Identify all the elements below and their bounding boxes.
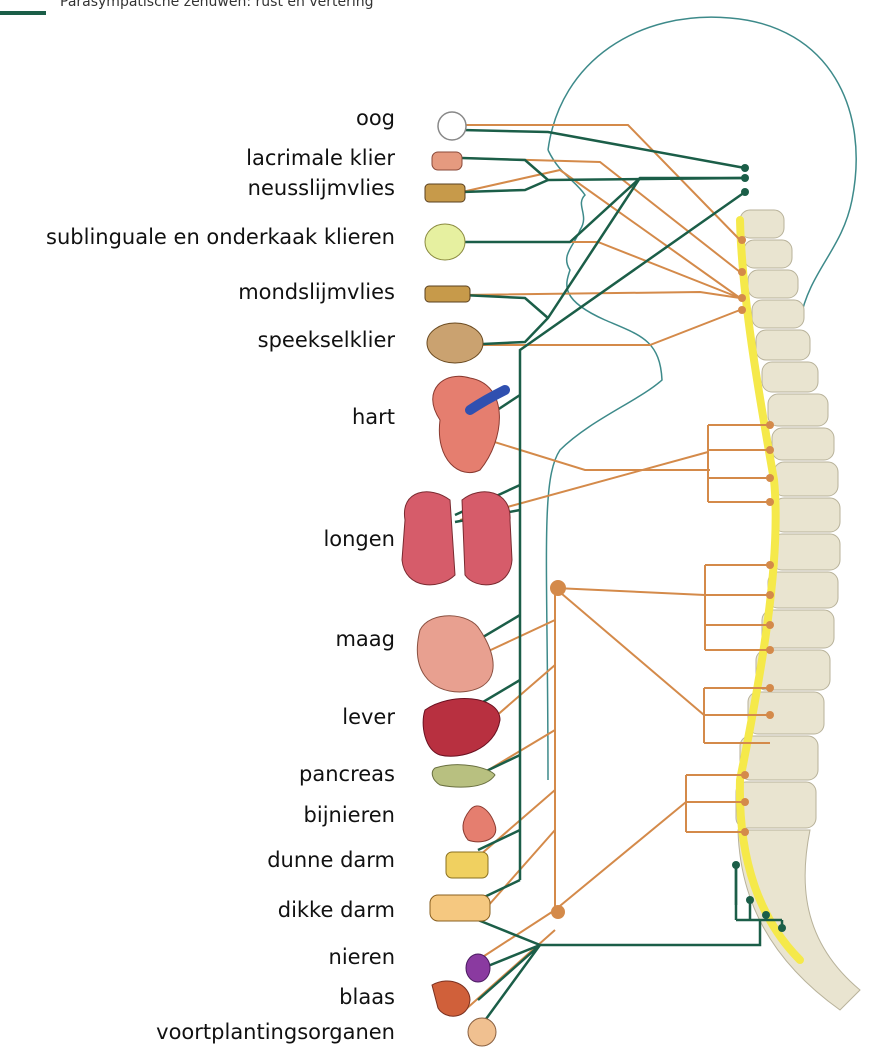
legend-parasympathetic-label: Parasympatische zenuwen: rust en verteri… [60,0,374,10]
organ-lever-icon [423,699,500,757]
label-voortplantingsorganen: voortplantingsorganen [156,1020,395,1044]
organ-voortplantingsorganen-icon [468,1018,496,1046]
organ-maag-icon [417,616,493,692]
organ-pancreas-icon [432,765,495,787]
organ-dikke-darm-icon [430,895,490,921]
label-nieren: nieren [329,945,395,969]
organ-blaas-icon [432,981,470,1016]
legend-parasympathetic-swatch [0,11,46,15]
organ-nieren-icon [466,954,490,982]
label-mondslijmvlies: mondslijmvlies [238,280,395,304]
label-speekselklier: speekselklier [258,328,395,352]
label-dunne-darm: dunne darm [267,848,395,872]
label-neusslijmvlies: neusslijmvlies [248,176,395,200]
organ-mondslijmvlies-icon [425,286,470,302]
label-lever: lever [342,705,395,729]
parasympathetic-nerves [455,130,782,1030]
label-bijnieren: bijnieren [304,803,395,827]
organ-longen-icon [402,492,512,585]
label-hart: hart [352,405,395,429]
organ-speekselklier-icon [427,323,483,363]
organ-oog-icon [438,112,466,140]
label-sublinguale: sublinguale en onderkaak klieren [46,225,395,249]
organ-hart-icon [433,376,505,472]
label-pancreas: pancreas [299,762,395,786]
organ-lacrimale-klier-icon [432,152,462,170]
organ-sublinguale-icon [425,224,465,260]
label-oog: oog [356,106,395,130]
organ-bijnieren-icon [463,806,496,842]
label-longen: longen [323,527,395,551]
organ-dunne-darm-icon [446,852,488,878]
legend: Parasympatische zenuwen: rust en verteri… [0,0,480,20]
body-outline [548,17,856,320]
organ-neusslijmvlies-icon [425,184,465,202]
label-dikke-darm: dikke darm [278,898,395,922]
label-lacrimale-klier: lacrimale klier [246,146,395,170]
label-maag: maag [335,627,395,651]
label-blaas: blaas [339,985,395,1009]
